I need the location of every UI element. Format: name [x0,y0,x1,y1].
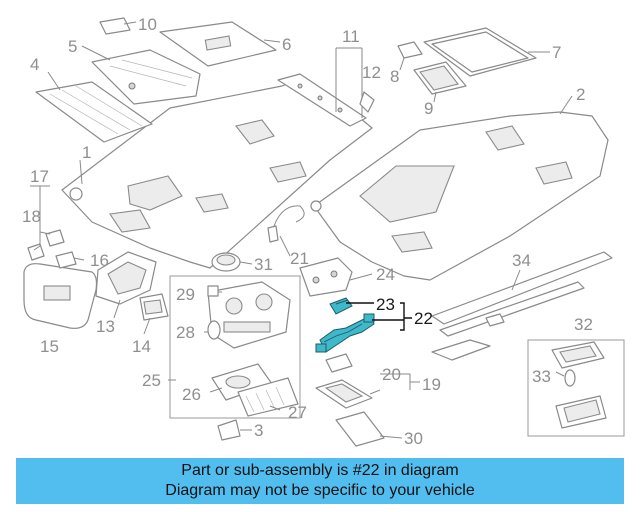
callout-26[interactable]: 26 [182,385,201,404]
callout-34[interactable]: 34 [512,251,531,270]
callout-11[interactable]: 11 [342,27,360,46]
lamp-part-13 [95,251,157,305]
wire-part-21 [267,205,305,243]
bracket-part-24 [299,257,353,297]
clip-part-17 [45,229,65,247]
callout-14[interactable]: 14 [132,337,151,356]
callout-19[interactable]: 19 [422,375,441,394]
sun-visor-part-15 [23,263,98,329]
harness-part-23 [329,297,353,315]
callout-31[interactable]: 31 [254,255,273,274]
callout-23[interactable]: 23 [376,295,395,314]
callout-24[interactable]: 24 [376,265,395,284]
callout-5[interactable]: 5 [68,37,77,56]
lens-part-27 [237,377,299,417]
banner-line-2: Diagram may not be specific to your vehi… [165,482,475,499]
box-group-32 [527,339,625,437]
callout-22[interactable]: 22 [414,309,433,328]
harness-part-22 [315,313,375,353]
panel-part-4 [35,81,153,143]
leader-lines [30,21,573,439]
clip-part-29 [207,285,219,297]
callout-21[interactable]: 21 [290,249,309,268]
callout-20[interactable]: 20 [382,365,401,384]
callout-8[interactable]: 8 [390,67,399,86]
console-part-32 [551,341,607,429]
callout-29[interactable]: 29 [176,285,195,304]
callout-1[interactable]: 1 [82,143,91,162]
callout-32[interactable]: 32 [574,315,593,334]
banner-line-1: Part or sub-assembly is #22 in diagram [181,462,459,479]
info-banner: Part or sub-assembly is #22 in diagram D… [16,458,624,504]
headliner-part-2 [310,111,609,281]
callout-2[interactable]: 2 [576,85,585,104]
callout-4[interactable]: 4 [30,55,39,74]
callout-28[interactable]: 28 [176,323,195,342]
callout-9[interactable]: 9 [424,99,433,118]
panel-part-6 [159,21,277,67]
clip-part-10 [99,17,131,35]
box-group-25 [169,275,301,419]
callout-27[interactable]: 27 [288,403,307,422]
callout-30[interactable]: 30 [404,429,423,448]
clip-part-28 [207,320,221,340]
callout-18[interactable]: 18 [22,207,41,226]
lens-part-30 [335,411,385,447]
callout-10[interactable]: 10 [138,15,157,34]
mic-part-31 [211,252,241,272]
sunroof-panel-part-7 [423,27,537,77]
lamp-part-9 [413,61,467,95]
clip-part-33 [564,369,576,387]
lamp-part-20 [325,353,353,373]
headliner-part-1 [61,79,373,269]
rail-part-34 [431,251,613,361]
callout-13[interactable]: 13 [96,317,115,336]
panel-part-5 [91,49,201,105]
lamp-part-8 [397,41,423,59]
bracket-part-3 [217,419,241,441]
callout-15[interactable]: 15 [40,337,59,356]
rail-part-11 [277,73,367,127]
callout-17[interactable]: 17 [30,167,49,186]
clip-part-18 [27,243,45,261]
console-part-25 [207,281,291,349]
switch-part-14 [139,293,169,321]
callout-7[interactable]: 7 [552,43,561,62]
lamp-part-19 [315,379,373,409]
callout-25[interactable]: 25 [142,371,161,390]
callout-33[interactable]: 33 [532,367,551,386]
callout-12[interactable]: 12 [362,63,381,82]
callout-6[interactable]: 6 [282,35,291,54]
callout-16[interactable]: 16 [90,251,109,270]
highlight-leader-lines [346,302,412,331]
hook-part-16 [55,251,77,269]
parts-diagram: 1 2 3 4 5 6 7 8 9 10 11 12 13 14 15 16 1… [22,15,625,448]
callout-3[interactable]: 3 [254,421,263,440]
